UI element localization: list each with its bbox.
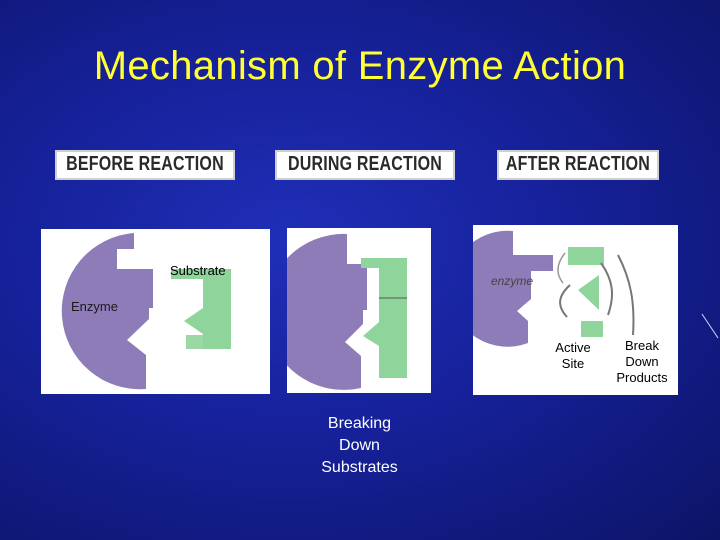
break-down-products-line-1: Break [608, 338, 676, 354]
breaking-down-substrates-label: Breaking Down Substrates [302, 413, 417, 479]
substrate-fragment [186, 335, 203, 349]
break-down-products-line-2: Down [608, 354, 676, 370]
before-reaction-text: BEFORE REACTION [66, 154, 224, 177]
breaking-down-line-2: Down [302, 435, 417, 457]
during-reaction-panel [287, 228, 431, 393]
substrate-shape [361, 258, 407, 378]
during-reaction-illustration [287, 228, 431, 393]
after-reaction-text: AFTER REACTION [506, 154, 650, 177]
breaking-down-line-3: Substrates [302, 457, 417, 479]
motion-arrow-1 [560, 285, 570, 317]
after-reaction-label: AFTER REACTION [497, 150, 659, 180]
product-fragment-2 [578, 275, 599, 310]
breaking-down-line-1: Breaking [302, 413, 417, 435]
motion-arrow-3 [618, 255, 633, 335]
substrate-label: Substrate [170, 263, 226, 279]
before-reaction-label: BEFORE REACTION [55, 150, 235, 180]
enzyme-shape [473, 231, 553, 347]
motion-arrow-2 [601, 263, 612, 315]
break-down-products-label: Break Down Products [608, 338, 676, 386]
enzyme-shape [287, 234, 367, 390]
active-site-label: Active Site [548, 340, 598, 372]
enzyme-label: Enzyme [71, 299, 118, 315]
break-down-products-line-3: Products [608, 370, 676, 386]
active-site-line-2: Site [548, 356, 598, 372]
slide-title: Mechanism of Enzyme Action [0, 44, 720, 89]
active-site-line-1: Active [548, 340, 598, 356]
product-fragment-1 [568, 247, 604, 265]
motion-arrow-4 [558, 253, 565, 283]
during-reaction-text: DURING REACTION [288, 154, 442, 177]
enzyme-small-label: enzyme [491, 274, 533, 288]
during-reaction-label: DURING REACTION [275, 150, 455, 180]
product-fragment-3 [581, 321, 603, 337]
decorative-line [700, 312, 720, 342]
